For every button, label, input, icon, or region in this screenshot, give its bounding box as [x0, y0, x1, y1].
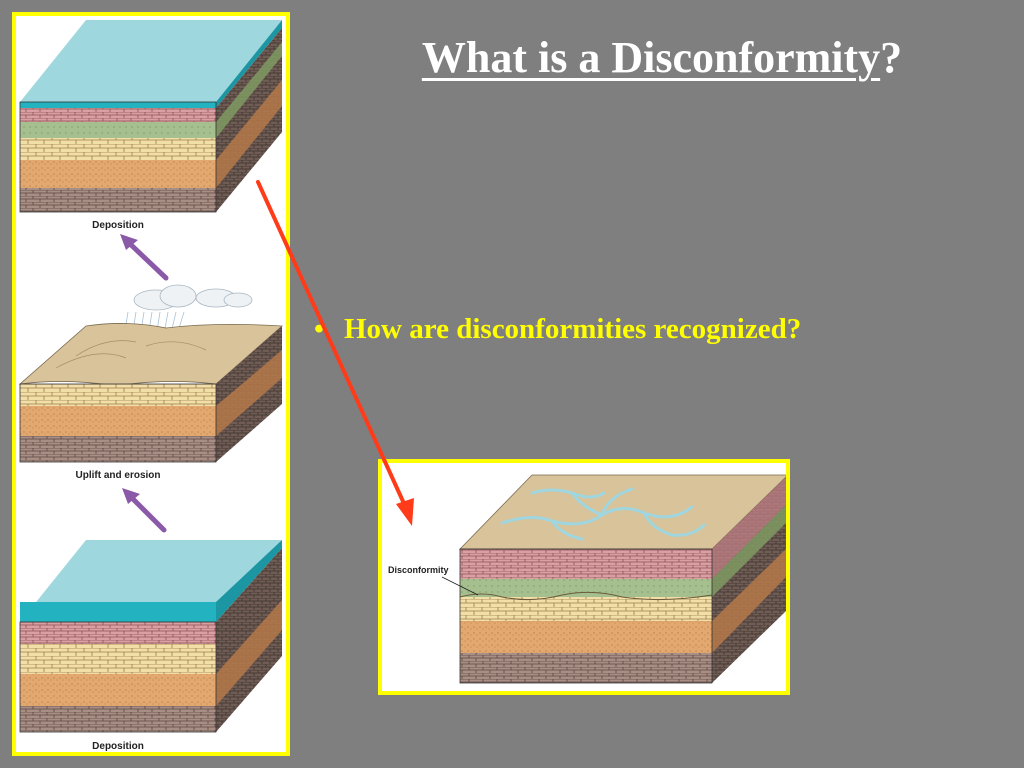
- step1-label: Deposition: [92, 220, 144, 231]
- step2-label: Uplift and erosion: [76, 470, 161, 481]
- disconformity-diagram-panel: Disconformity: [378, 459, 790, 695]
- slide-title-text: What is a Disconformity: [421, 33, 881, 82]
- block-deposition-bottom: [19, 540, 282, 733]
- progress-arrow-1: [120, 234, 169, 281]
- bullet-marker: •: [314, 313, 325, 345]
- slide-title: What is a Disconformity?: [300, 28, 1024, 88]
- block-disconformity: [459, 474, 786, 684]
- river-network: [500, 487, 706, 541]
- step3-label: Deposition: [92, 741, 144, 752]
- progress-arrow-2: [122, 488, 167, 533]
- water-surface: [20, 20, 282, 102]
- slide-title-question-mark: ?: [880, 33, 903, 82]
- callout-leader-line: [441, 576, 479, 596]
- water-surface: [20, 540, 282, 622]
- block-uplift-erosion: [18, 323, 283, 463]
- sequence-diagram-panel: Deposition: [12, 12, 290, 756]
- sequence-diagram: Deposition: [18, 20, 283, 752]
- disconformity-diagram: Disconformity: [388, 474, 786, 684]
- disconformity-callout-label: Disconformity: [388, 565, 449, 575]
- bullet-point: • How are disconformities recognized?: [314, 306, 1014, 352]
- bullet-text: How are disconformities recognized?: [344, 313, 802, 345]
- block-deposition-top: [19, 20, 282, 213]
